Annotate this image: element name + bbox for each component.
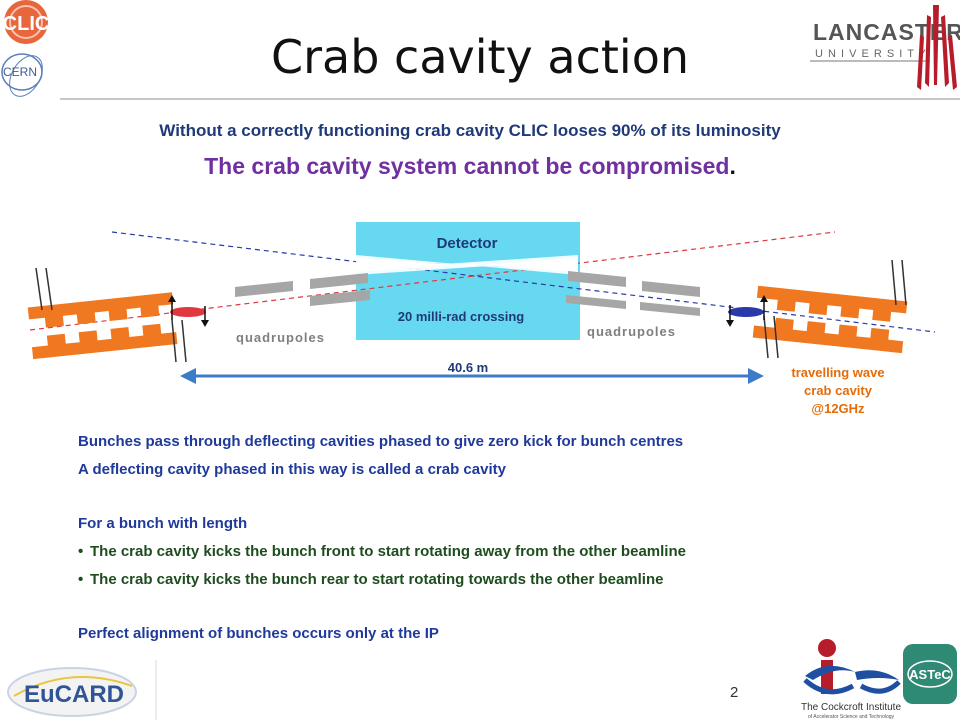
cavity-label-line1: travelling wave (791, 365, 884, 380)
page-number: 2 (730, 684, 739, 701)
slide-title: Crab cavity action (271, 30, 689, 84)
cavity-label-line3: @12GHz (811, 401, 865, 416)
body-line-1: Bunches pass through deflecting cavities… (78, 433, 684, 450)
system-statement-period: . (729, 153, 736, 179)
lancaster-logo-subname: U N I V E R S I T Y (815, 48, 927, 60)
quadrupoles-right (566, 271, 700, 316)
eucard-logo: EuCARD (7, 660, 157, 720)
clic-logo: CLIC (3, 0, 50, 44)
body-line-2: A deflecting cavity phased in this way i… (78, 461, 506, 478)
beam-line-red (29, 231, 836, 331)
astec-logo-text: ASTeC (909, 667, 951, 682)
quadrupoles-left-label: quadrupoles (236, 330, 325, 345)
bullet-2-text: The crab cavity kicks the bunch rear to … (90, 571, 664, 588)
bullet-1-marker: • (78, 543, 84, 560)
crab-cavity-diagram: Detector 20 milli-rad crossing quadrupol… (27, 222, 936, 416)
quadrupoles-left (235, 273, 370, 306)
lancaster-crest-icon (917, 5, 957, 90)
distance-arrow (180, 368, 764, 384)
bullet-item-1: • The crab cavity kicks the bunch front t… (78, 543, 686, 561)
crossing-label: 20 milli-rad crossing (398, 309, 524, 324)
clic-cern-logo: CLIC CERN (1, 0, 50, 97)
bullet-2-marker: • (78, 571, 84, 588)
quadrupoles-right-label: quadrupoles (587, 324, 676, 339)
detector-box (356, 222, 580, 340)
distance-label: 40.6 m (448, 360, 488, 375)
lancaster-university-logo: LANCASTER U N I V E R S I T Y (810, 5, 960, 90)
cern-logo: CERN (1, 53, 43, 97)
cockcroft-logo-name: The Cockcroft Institute (801, 702, 901, 713)
crab-cavity-right (726, 259, 908, 359)
cern-logo-text: CERN (3, 65, 37, 79)
beam-line-blue (111, 231, 936, 333)
bullet-item-2: • The crab cavity kicks the bunch rear to… (78, 571, 663, 589)
cockcroft-logo-tagline: of Accelerator Science and Technology (808, 714, 895, 720)
system-statement-text: The crab cavity system cannot be comprom… (204, 153, 730, 179)
cockcroft-astec-logos: The Cockcroft Institute of Accelerator S… (801, 639, 957, 720)
body-line-4: Perfect alignment of bunches occurs only… (78, 625, 439, 642)
luminosity-statement: Without a correctly functioning crab cav… (159, 121, 781, 140)
crab-cavity-left (27, 267, 209, 363)
bunch-blue-icon (728, 307, 764, 317)
system-statement: The crab cavity system cannot be comprom… (0, 153, 940, 180)
astec-logo: ASTeC (903, 644, 957, 704)
body-line-3: For a bunch with length (78, 515, 248, 532)
bunch-red-icon (170, 307, 206, 317)
title-divider (60, 98, 960, 100)
cavity-label-line2: crab cavity (804, 383, 873, 398)
clic-logo-text: CLIC (3, 13, 50, 35)
cockcroft-institute-logo: The Cockcroft Institute of Accelerator S… (801, 639, 901, 720)
detector-label: Detector (437, 235, 498, 252)
bullet-1-text: The crab cavity kicks the bunch front to… (90, 543, 686, 560)
eucard-logo-text: EuCARD (24, 681, 124, 708)
